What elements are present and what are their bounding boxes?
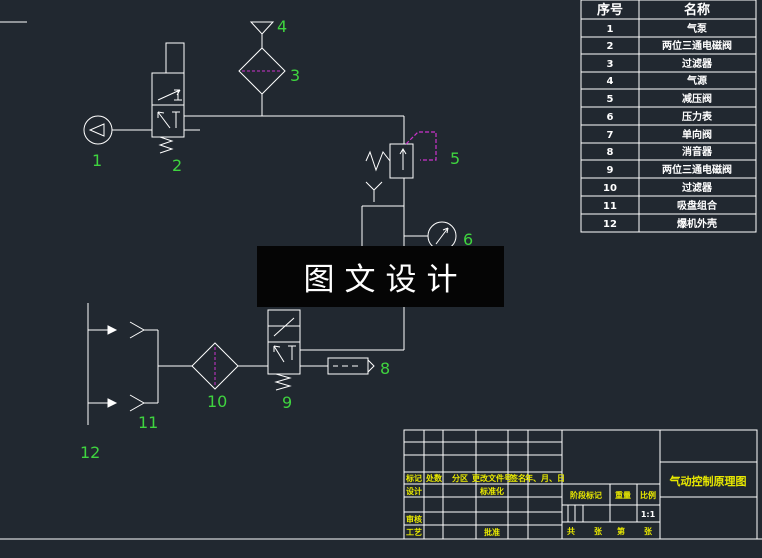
title-block: 标记 处数 分区 更改文件号 签名 年、月、日 设计 标准化 审核 工艺 批准 …: [403, 429, 758, 540]
bom-row-no: 5: [607, 94, 614, 105]
tb-scale: 比例: [640, 490, 656, 500]
label-4: 4: [277, 17, 287, 36]
bom-row-no: 11: [603, 201, 617, 212]
solenoid-valve-9-symbol: [267, 309, 301, 391]
tb-process: 工艺: [406, 527, 422, 537]
label-5: 5: [450, 149, 460, 168]
bom-row-name: 单向阀: [682, 128, 712, 141]
tb-change-doc: 更改文件号: [472, 473, 512, 483]
pressure-gauge-symbol: [427, 221, 457, 251]
label-2: 2: [172, 156, 182, 175]
bom-row-name: 两位三通电磁阀: [662, 39, 732, 52]
bom-header-no: 序号: [597, 2, 623, 18]
air-source-symbol: [249, 21, 275, 48]
label-1: 1: [92, 151, 102, 170]
bom-row-no: 10: [603, 183, 617, 194]
tb-design: 设计: [406, 486, 422, 496]
bom-row-no: 1: [607, 24, 614, 35]
tb-date: 年、月、日: [525, 473, 565, 483]
tb-weight: 重量: [615, 490, 631, 500]
bom-row-no: 7: [607, 130, 614, 141]
tb-stage-mark: 阶段标记: [570, 490, 602, 500]
bom-table: 序号 名称 1 气泵 2 两位三通电磁阀 3 过滤器 4 气源 5 减压阀 6 …: [580, 0, 757, 233]
bom-row-name: 两位三通电磁阀: [662, 163, 732, 176]
label-6: 6: [463, 230, 473, 249]
suction-cup-assembly-symbol: [107, 321, 146, 412]
bom-row-name: 过滤器: [682, 57, 713, 70]
bom-row-name: 气泵: [686, 22, 708, 35]
tb-standard: 标准化: [479, 486, 504, 496]
bom-row-name: 爆机外壳: [677, 217, 717, 230]
bom-row-name: 气源: [686, 74, 707, 87]
bom-row-name: 压力表: [682, 110, 713, 123]
tb-approve: 批准: [484, 527, 500, 537]
label-11: 11: [138, 413, 158, 432]
bom-row-no: 3: [607, 59, 614, 70]
bom-row-no: 8: [607, 147, 614, 158]
bom-row-no: 6: [607, 112, 614, 123]
bom-row-name: 吸盘组合: [677, 199, 718, 212]
tb-nth: 第: [617, 526, 625, 536]
label-9: 9: [282, 393, 292, 412]
filter-3-symbol: [238, 47, 286, 95]
tb-scale-value: 1:1: [641, 510, 656, 519]
tb-mark: 标记: [405, 473, 422, 483]
tb-zone: 分区: [452, 473, 468, 483]
solenoid-valve-2-symbol: [151, 42, 185, 154]
tb-total: 共: [567, 526, 575, 536]
bom-row-name: 过滤器: [682, 181, 713, 194]
bom-row-no: 4: [607, 76, 614, 87]
tb-review: 审核: [406, 514, 422, 524]
label-10: 10: [207, 392, 227, 411]
bom-row-no: 9: [607, 165, 614, 176]
pipe-lines: [87, 94, 428, 425]
tb-sheets: 张: [594, 527, 603, 536]
pressure-reducing-valve-symbol: [365, 131, 437, 202]
label-12: 12: [80, 443, 100, 462]
label-3: 3: [290, 66, 300, 85]
drawing-title: 气动控制原理图: [669, 474, 747, 488]
air-pump-symbol: [83, 115, 113, 145]
filter-10-symbol: [191, 342, 239, 390]
watermark-banner: 图文设计: [257, 246, 504, 307]
bom-row-name: 减压阀: [682, 92, 712, 105]
watermark-text: 图文设计: [303, 262, 468, 298]
bom-header-name: 名称: [684, 2, 710, 18]
tb-sign: 签名: [509, 473, 526, 483]
label-8: 8: [380, 359, 390, 378]
tb-count: 处数: [425, 473, 443, 483]
bom-row-name: 消音器: [682, 145, 713, 158]
bom-row-no: 12: [603, 219, 617, 230]
bom-row-no: 2: [607, 41, 614, 52]
silencer-symbol: [327, 357, 375, 375]
tb-sheet: 张: [644, 527, 653, 536]
